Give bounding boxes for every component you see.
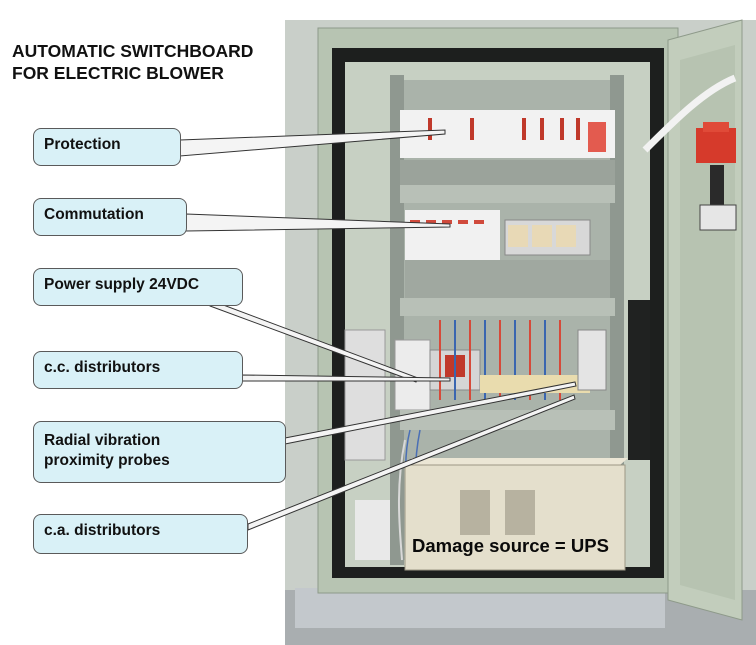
callout-commutation: Commutation — [33, 198, 187, 236]
callout-label: c.c. distributors — [44, 359, 161, 376]
ups-damage-label: Damage source = UPS — [412, 535, 609, 556]
title-line-2: FOR ELECTRIC BLOWER — [12, 63, 224, 83]
callout-radial-vibration: Radial vibration proximity probes — [33, 421, 286, 483]
callout-label-line-2: proximity probes — [44, 452, 170, 469]
callout-label: Commutation — [44, 206, 144, 223]
callout-label: Protection — [44, 136, 121, 153]
title-line-1: AUTOMATIC SWITCHBOARD — [12, 41, 254, 61]
callout-power-supply: Power supply 24VDC — [33, 268, 243, 306]
callout-cc-distributors: c.c. distributors — [33, 351, 243, 389]
callout-protection: Protection — [33, 128, 181, 166]
callout-label-line-1: Radial vibration — [44, 432, 161, 449]
callout-label: c.a. distributors — [44, 522, 161, 539]
diagram-title: AUTOMATIC SWITCHBOARD FOR ELECTRIC BLOWE… — [12, 40, 253, 84]
callout-ca-distributors: c.a. distributors — [33, 514, 248, 554]
callout-label: Power supply 24VDC — [44, 276, 200, 293]
